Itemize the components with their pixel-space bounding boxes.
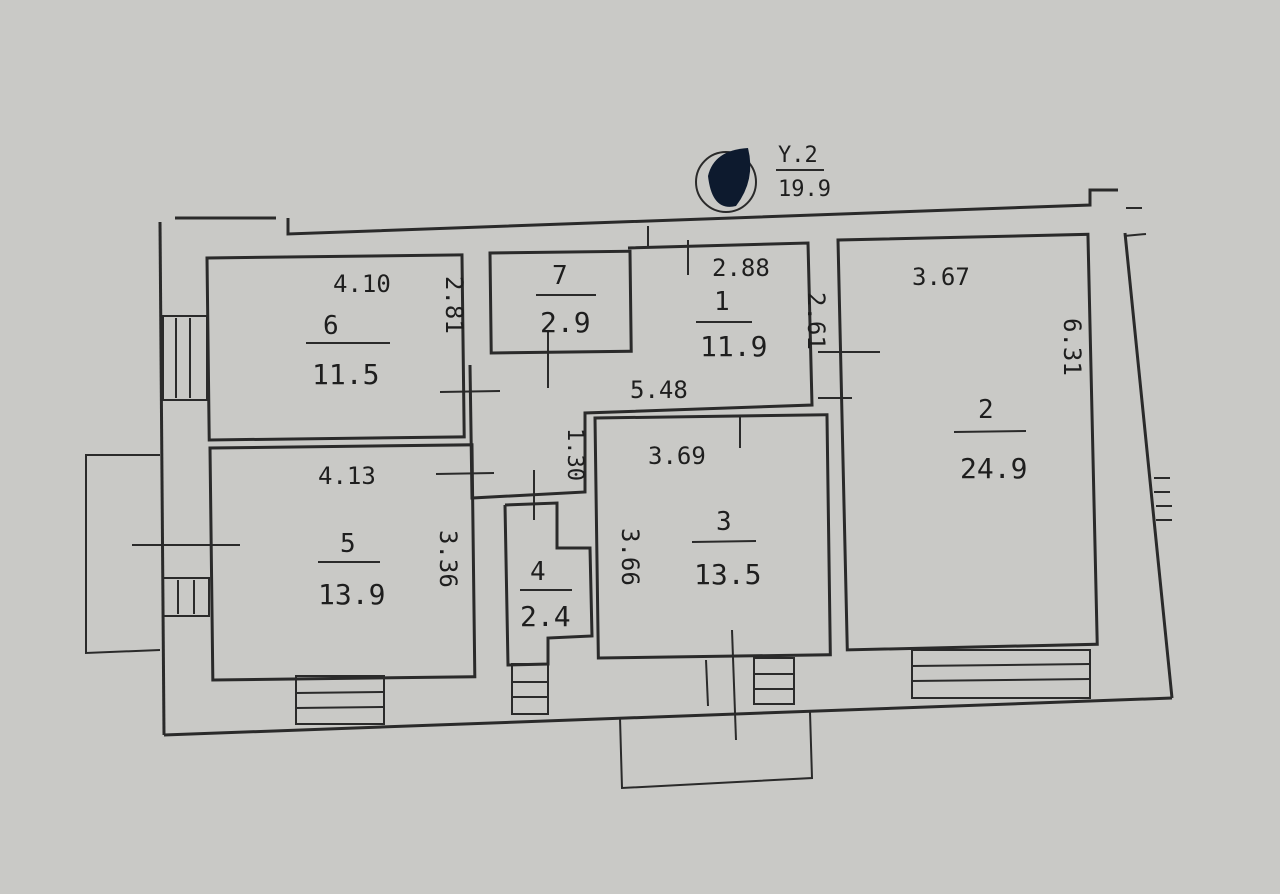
room-4-area: 2.4 (520, 600, 571, 633)
room-6-number: 6 (323, 311, 339, 341)
window-room-3 (753, 657, 795, 705)
room-5-width: 4.13 (318, 462, 376, 490)
room-2-height: 6.31 (1058, 318, 1086, 376)
room-2-width: 3.67 (912, 263, 970, 291)
room-walls (205, 232, 1099, 682)
room-7-area: 2.9 (540, 306, 591, 339)
window-room-4 (511, 663, 549, 715)
stamp-value: 19.9 (778, 177, 831, 202)
room-5-area: 13.9 (318, 578, 385, 611)
room-3-outline (593, 413, 832, 660)
stamp-ink-mark (708, 148, 751, 207)
window-bottom-left (295, 675, 385, 725)
room-2: 3.67 6.31 2 24.9 (912, 263, 1086, 485)
porch-left (85, 454, 161, 655)
corridor-width: 5.48 (630, 376, 688, 404)
room-4-outline (503, 501, 594, 667)
room-5: 4.13 3.36 5 13.9 (318, 462, 462, 611)
room-2-area: 24.9 (960, 452, 1027, 485)
room-4: 4 2.4 (520, 557, 572, 633)
outer-walls (158, 188, 1174, 737)
room-1-height: 2.61 (802, 292, 830, 350)
room-7: 7 2.9 (536, 261, 596, 339)
stamp: Y.2 19.9 (695, 143, 831, 213)
window-left-lower (162, 577, 210, 617)
room-7-number: 7 (552, 261, 568, 291)
window-left-upper (162, 315, 208, 401)
room-3: 3.69 3.66 3 13.5 (616, 442, 761, 591)
room-3-number: 3 (716, 507, 732, 537)
room-1-area: 11.9 (700, 330, 767, 363)
room-5-height: 3.36 (434, 530, 462, 588)
room-5-outline (208, 443, 477, 682)
room-5-number: 5 (340, 529, 356, 559)
room-7-outline (488, 249, 633, 355)
room-3-width: 3.69 (648, 442, 706, 470)
room-1: 2.88 2.61 1 11.9 (696, 254, 830, 363)
stamp-top-text: Y.2 (778, 143, 818, 168)
room-1-width: 2.88 (712, 254, 770, 282)
corridor-depth: 1.30 (562, 428, 587, 481)
room-1-number: 1 (714, 287, 730, 317)
room-2-number: 2 (978, 395, 994, 425)
room-6-width: 4.10 (333, 270, 391, 298)
openings (85, 226, 1172, 790)
room-6-height: 2.81 (440, 276, 468, 334)
room-3-area: 13.5 (694, 558, 761, 591)
room-2-outline (836, 232, 1099, 652)
room-3-height: 3.66 (616, 528, 644, 586)
window-room-2 (911, 649, 1091, 699)
room-4-number: 4 (530, 557, 546, 587)
room-6-area: 11.5 (312, 358, 379, 391)
room-6: 4.10 2.81 6 11.5 (306, 270, 468, 391)
corridor: 5.48 1.30 (562, 376, 688, 481)
room-6-outline (205, 253, 466, 442)
porch-bottom (619, 711, 814, 790)
